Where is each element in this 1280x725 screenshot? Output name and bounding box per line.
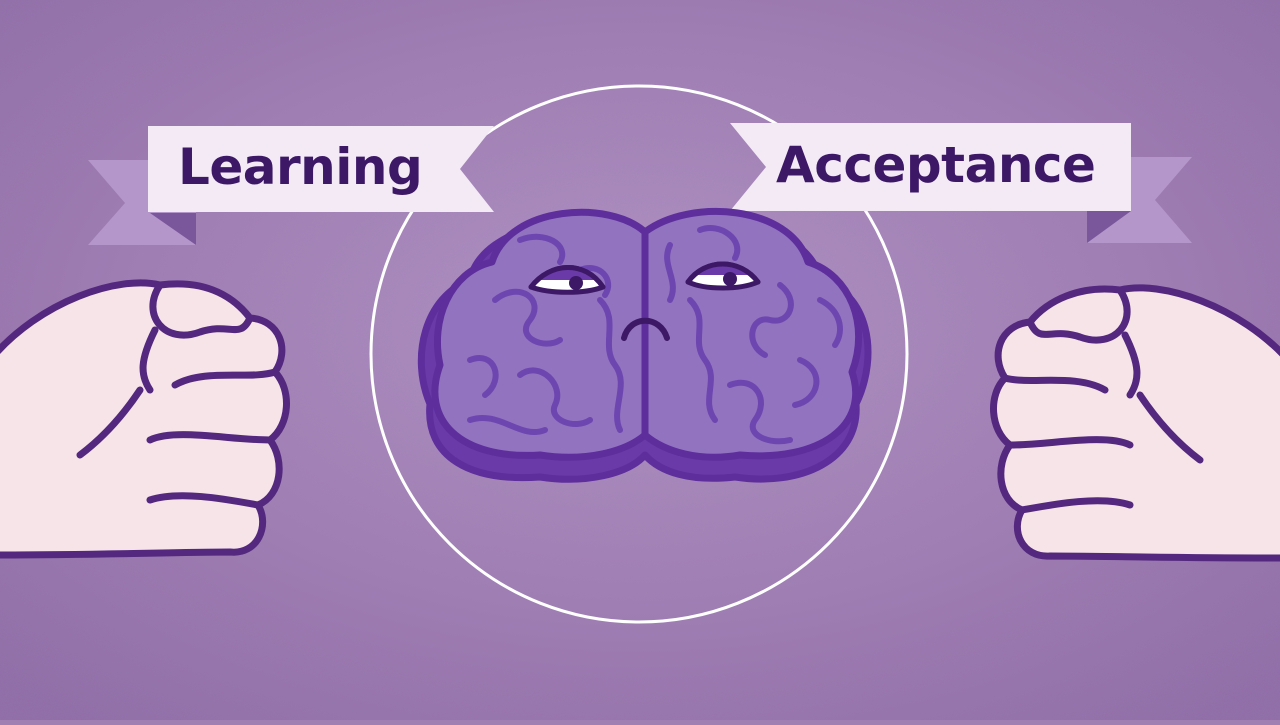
brain-frown	[621, 317, 670, 341]
brain-eye-left	[528, 265, 606, 295]
sad-brain-icon	[417, 207, 872, 483]
ribbon-right	[730, 123, 1192, 243]
ribbon-right-fold	[1087, 211, 1131, 243]
ribbon-left	[88, 126, 494, 245]
focus-circle	[369, 84, 909, 624]
banner-label-learning: Learning	[178, 138, 423, 196]
brain-folds	[467, 225, 843, 445]
ribbon-left-body	[148, 126, 494, 212]
fist-icon-right	[990, 284, 1280, 562]
ribbon-left-fold	[150, 213, 196, 245]
brain-eye-right	[685, 261, 761, 291]
banner-label-acceptance: Acceptance	[776, 136, 1096, 194]
ribbon-right-body	[730, 123, 1131, 211]
fist-icon-left	[0, 279, 290, 559]
